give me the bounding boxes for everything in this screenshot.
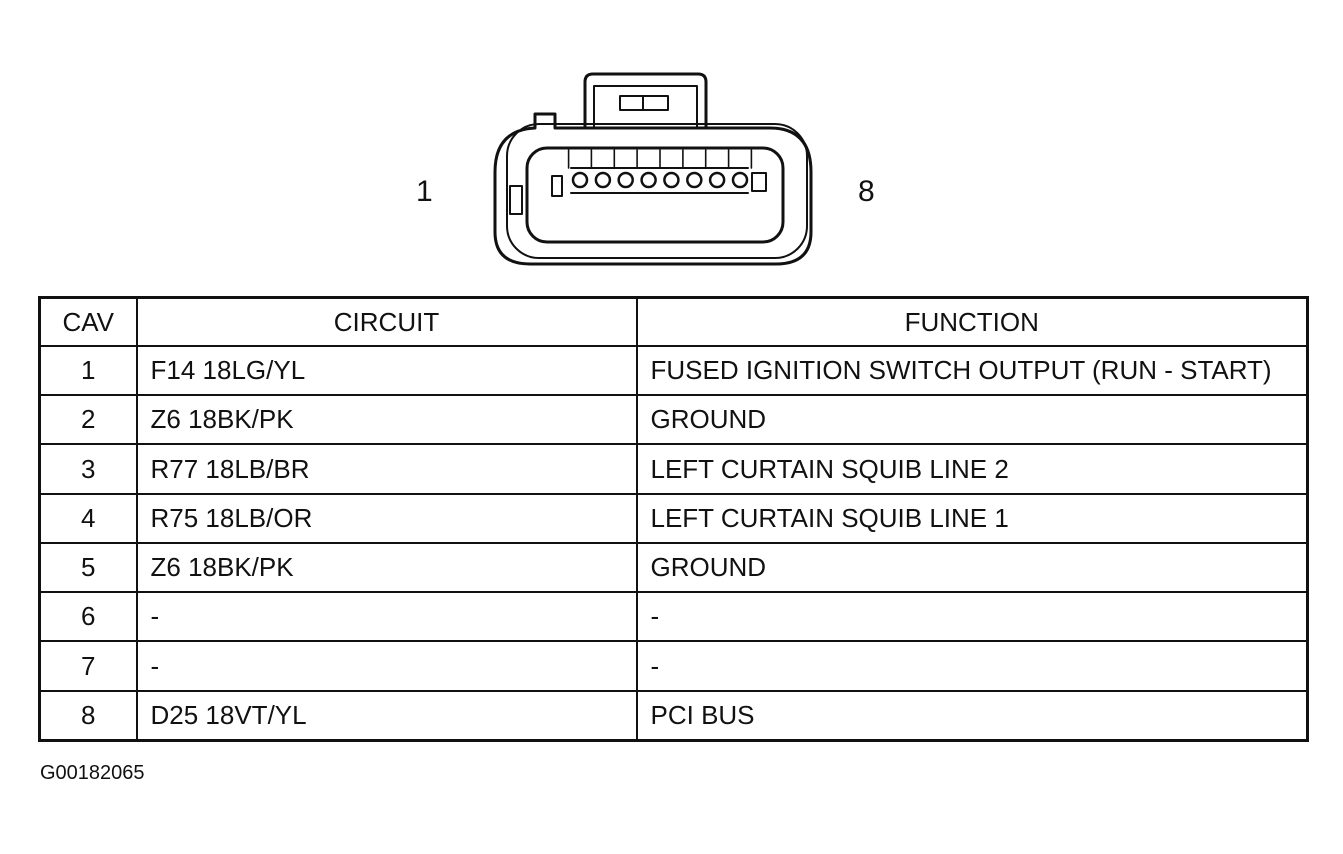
table-row: 4 R75 18LB/OR LEFT CURTAIN SQUIB LINE 1 bbox=[38, 492, 1309, 544]
table-row: 1 F14 18LG/YL FUSED IGNITION SWITCH OUTP… bbox=[38, 344, 1309, 397]
polarity-key-left bbox=[551, 175, 563, 197]
circuit-cell: - bbox=[135, 640, 638, 692]
function-cell: GROUND bbox=[635, 394, 1309, 446]
table-row: 8 D25 18VT/YL PCI BUS bbox=[38, 689, 1309, 742]
circuit-cell: R75 18LB/OR bbox=[135, 492, 638, 544]
pin-cavity-6 bbox=[686, 171, 703, 189]
function-cell: GROUND bbox=[635, 541, 1309, 594]
pin-cavity-2 bbox=[594, 171, 612, 189]
cav-cell: 7 bbox=[38, 640, 138, 692]
cav-cell: 2 bbox=[38, 394, 138, 446]
function-cell: - bbox=[635, 640, 1309, 692]
circuit-cell: F14 18LG/YL bbox=[135, 344, 638, 397]
table-row: 2 Z6 18BK/PK GROUND bbox=[38, 394, 1309, 446]
table-row: 3 R77 18LB/BR LEFT CURTAIN SQUIB LINE 2 bbox=[38, 443, 1309, 495]
function-cell: LEFT CURTAIN SQUIB LINE 1 bbox=[635, 492, 1309, 544]
figure-id: G00182065 bbox=[40, 762, 145, 784]
cav-cell: 5 bbox=[38, 541, 138, 594]
cav-cell: 6 bbox=[38, 591, 138, 643]
cav-cell: 4 bbox=[38, 492, 138, 544]
pin-1-label: 1 bbox=[416, 175, 433, 208]
table-row: 7 - - bbox=[38, 640, 1309, 692]
side-key bbox=[509, 185, 523, 215]
function-cell: FUSED IGNITION SWITCH OUTPUT (RUN - STAR… bbox=[635, 344, 1309, 397]
table-row: 6 - - bbox=[38, 591, 1309, 643]
function-cell: LEFT CURTAIN SQUIB LINE 2 bbox=[635, 443, 1309, 495]
circuit-cell: D25 18VT/YL bbox=[135, 689, 638, 742]
connector-cavity-face bbox=[525, 146, 785, 244]
circuit-cell: Z6 18BK/PK bbox=[135, 394, 638, 446]
pin-8-label: 8 bbox=[858, 175, 875, 208]
table-header-row: CAV CIRCUIT FUNCTION bbox=[38, 296, 1309, 347]
pin-cavity-8 bbox=[731, 171, 749, 189]
function-cell: PCI BUS bbox=[635, 689, 1309, 742]
connector-face-diagram bbox=[493, 72, 813, 266]
pin-cavity-3 bbox=[617, 171, 634, 189]
function-cell: - bbox=[635, 591, 1309, 643]
circuit-cell: - bbox=[135, 591, 638, 643]
pinout-table: CAV CIRCUIT FUNCTION 1 F14 18LG/YL FUSED… bbox=[38, 296, 1309, 742]
circuit-cell: Z6 18BK/PK bbox=[135, 541, 638, 594]
pin-cavity-5 bbox=[663, 171, 680, 189]
cav-cell: 8 bbox=[38, 689, 138, 742]
pin-cavity-4 bbox=[640, 171, 657, 189]
cav-cell: 1 bbox=[38, 344, 138, 397]
table-row: 5 Z6 18BK/PK GROUND bbox=[38, 541, 1309, 594]
cav-cell: 3 bbox=[38, 443, 138, 495]
header-cav: CAV bbox=[38, 296, 138, 347]
circuit-cell: R77 18LB/BR bbox=[135, 443, 638, 495]
pin-cavity-1 bbox=[571, 171, 589, 189]
polarity-key-right bbox=[751, 172, 767, 192]
header-function: FUNCTION bbox=[635, 296, 1309, 347]
connector-latch bbox=[583, 72, 708, 130]
pin-cavity-7 bbox=[708, 171, 726, 189]
header-circuit: CIRCUIT bbox=[135, 296, 638, 347]
